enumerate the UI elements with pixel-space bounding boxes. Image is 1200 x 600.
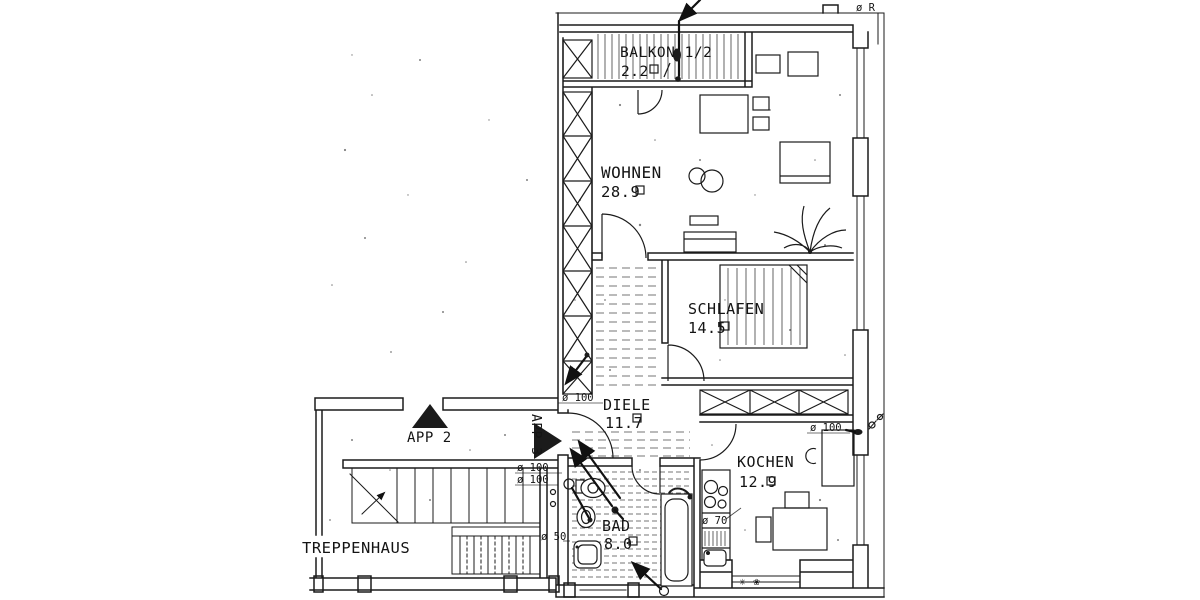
bad-area: 8.0 xyxy=(604,535,633,553)
pipe100-diele: ø 100 xyxy=(562,392,594,404)
windows xyxy=(579,47,865,591)
roof-r-note: ø R xyxy=(856,2,876,14)
kochen-label: KOCHEN xyxy=(737,453,794,471)
staircase xyxy=(349,467,541,575)
treppenhaus-label: TREPPENHAUS xyxy=(302,539,410,557)
balkon-label: BALKON 1/2 xyxy=(620,45,712,61)
schlafen-area: 14.5 xyxy=(688,319,726,337)
kochen-area: 12.9 xyxy=(739,473,777,491)
door-arcs xyxy=(567,89,737,495)
diele-sqm-box xyxy=(632,413,642,423)
living-room-furniture xyxy=(683,51,831,253)
app3-label: APP 3 xyxy=(528,414,543,456)
wohnen-area: 28.9 xyxy=(601,183,640,201)
shaft-column xyxy=(562,39,593,395)
scan-speckles xyxy=(329,54,846,541)
pipe100-landing-1: ø 100 xyxy=(517,462,549,474)
wardrobe xyxy=(699,389,849,415)
schlafen-label: SCHLAFEN xyxy=(688,300,764,318)
bathroom-fixtures xyxy=(549,477,693,587)
hall-floor-hatch xyxy=(572,267,690,457)
app3-door-marker xyxy=(534,423,562,459)
pen-annotations xyxy=(563,0,884,597)
outer-walls xyxy=(309,4,885,598)
wohnen-label: WOHNEN xyxy=(601,163,662,182)
diele-label: DIELE xyxy=(603,396,651,414)
diele-area: 11.7 xyxy=(605,414,643,432)
balkon-area: 2.2 xyxy=(621,64,649,80)
vent-symbols: ✳ ❀ xyxy=(739,575,760,588)
kitchen-fixtures xyxy=(701,429,855,567)
wall-pillars xyxy=(313,575,640,598)
app2-door-marker xyxy=(412,404,448,428)
room-labels: BALKON 1/2 2.2 WOHNEN 28.9 SCHLAFEN 14.5… xyxy=(302,45,794,557)
bed xyxy=(719,264,808,349)
bad-sqm-box xyxy=(628,536,638,546)
bad-label: BAD xyxy=(602,517,631,535)
pipe-annotations: ø 100 ø 100 ø 100 ø 100 ø 70 ø 50 ø R ✳ … xyxy=(515,2,876,588)
balkon-sqm-box xyxy=(649,64,659,74)
app2-label: APP 2 xyxy=(407,430,452,446)
palm-plant xyxy=(773,205,847,254)
pipe50-bad: ø 50 xyxy=(541,531,566,543)
pipe100-landing-2: ø 100 xyxy=(517,474,549,486)
pipe100-kochen: ø 100 xyxy=(810,422,842,434)
wohnen-sqm-box xyxy=(635,185,645,195)
pipe70-kochen: ø 70 xyxy=(702,515,727,527)
kochen-sqm-box xyxy=(766,476,776,486)
schlafen-sqm-box xyxy=(720,321,730,331)
